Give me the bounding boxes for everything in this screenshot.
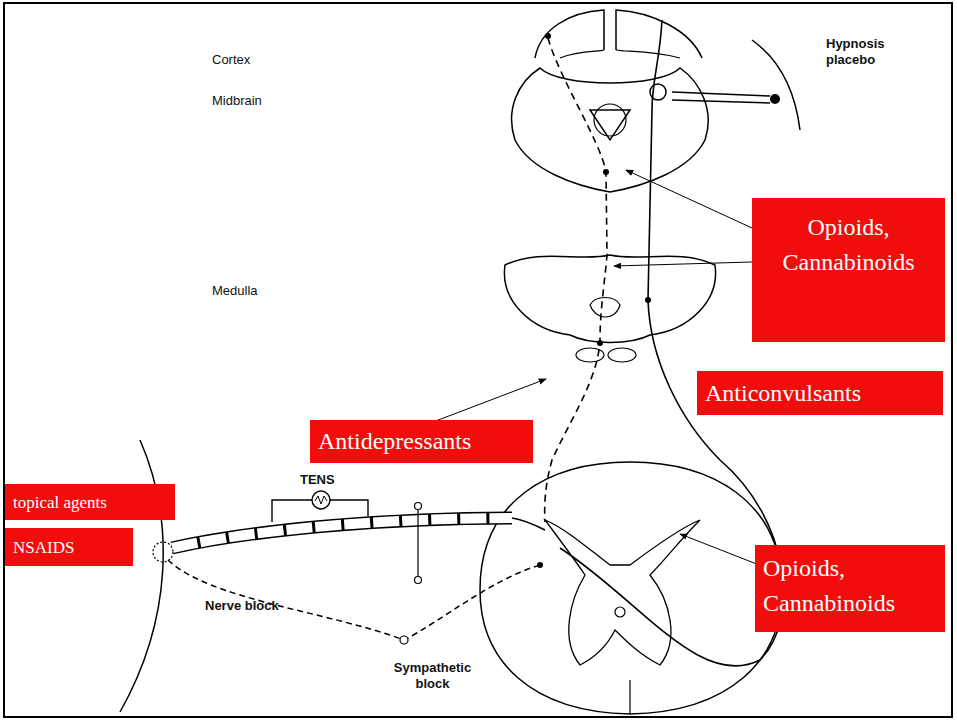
nerve-terminal <box>512 518 545 530</box>
region-label: Cortex <box>212 52 302 68</box>
midbrain-section <box>512 68 709 192</box>
drug-class-text: topical agents <box>13 491 107 516</box>
scalp-arc <box>752 40 800 130</box>
electrode <box>415 577 422 584</box>
medulla-section <box>504 255 715 343</box>
cell-body <box>770 94 780 104</box>
region-label: Medulla <box>212 283 302 299</box>
cell-body <box>537 562 543 568</box>
pyramid <box>576 348 604 362</box>
drug-class-text: NSAIDS <box>13 536 74 561</box>
cortex-outline <box>535 10 702 58</box>
drug-class-box: Antidepressants <box>310 420 533 463</box>
periaqueductal-grey <box>594 104 626 136</box>
skin-arc <box>120 440 163 712</box>
peripheral-nerve <box>172 518 512 548</box>
tens-device <box>312 491 330 509</box>
drug-class-text: Opioids, Cannabinoids <box>763 551 937 621</box>
nociceptor <box>153 542 173 562</box>
drug-class-box: topical agents <box>5 484 175 520</box>
ascending-pathway <box>560 20 783 666</box>
sympathetic-ganglion <box>400 636 408 644</box>
pyramid <box>608 348 636 362</box>
myelin-segments <box>172 518 512 548</box>
grey-matter <box>545 520 700 665</box>
region-label: TENS <box>300 472 360 488</box>
region-label: Sympathetic block <box>385 660 480 691</box>
raphe-nucleus <box>590 298 620 318</box>
electrode <box>415 503 422 510</box>
ventral-fissure <box>629 680 630 714</box>
electrode-line <box>417 510 418 576</box>
cortex-sulcus <box>560 50 680 58</box>
region-label: Hypnosis placebo <box>826 36 926 67</box>
descending-pathway <box>545 38 607 522</box>
drug-class-box: Opioids, Cannabinoids <box>752 198 945 342</box>
spinal-cord <box>480 462 782 714</box>
drug-class-box: Anticonvulsants <box>697 371 943 415</box>
sympathetic-fibre <box>168 560 540 640</box>
leader-arrow <box>614 262 752 266</box>
central-canal <box>615 607 625 617</box>
tens-wave <box>315 496 327 504</box>
drug-class-box: Opioids, Cannabinoids <box>755 545 945 632</box>
drug-class-text: Antidepressants <box>318 424 471 459</box>
leader-arrow <box>626 170 752 228</box>
cell-body <box>545 33 551 39</box>
region-label: Nerve block <box>205 598 315 614</box>
drug-class-text: Anticonvulsants <box>705 376 861 411</box>
drug-class-text: Opioids, Cannabinoids <box>760 210 937 280</box>
cortical-neuron <box>672 92 770 103</box>
cell-body <box>645 297 651 303</box>
region-label: Midbrain <box>212 93 302 109</box>
frame <box>4 3 952 717</box>
drug-class-box: NSAIDS <box>5 528 133 566</box>
